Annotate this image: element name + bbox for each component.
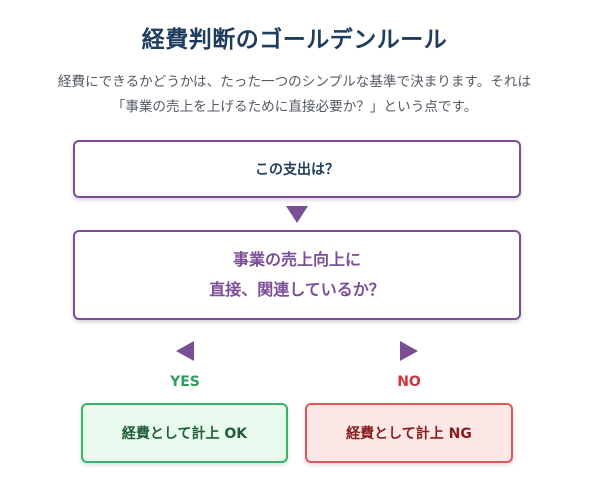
triangle-right-icon [400,341,418,361]
result-box-ng: 経費として計上 NG [305,403,513,463]
question-2-line-1: 事業の売上向上に [232,250,361,269]
question-box-sales-relation: 事業の売上向上に 直接、関連しているか？ [73,230,521,320]
result-ng-text: 経費として計上 NG [346,426,472,442]
triangle-down-icon [286,206,308,223]
no-label: NO [397,374,421,390]
description-line-2: 「事業の売上を上げるために直接必要か？」という点です。 [111,99,478,115]
question-box-expense: この支出は？ [73,140,521,198]
yes-label: YES [170,374,200,390]
result-ok-text: 経費として計上 OK [121,426,248,442]
triangle-left-icon [176,341,194,361]
description: 経費にできるかどうかは、たった一つのシンプルな基準で決まります。それは 「事業の… [14,70,575,120]
page-title: 経費判断のゴールデンルール [141,27,448,53]
result-box-ok: 経費として計上 OK [81,403,288,463]
question-1-text: この支出は？ [255,162,339,178]
description-line-1: 経費にできるかどうかは、たった一つのシンプルな基準で決まります。それは [57,74,532,90]
question-2-line-2: 直接、関連しているか？ [209,280,385,299]
